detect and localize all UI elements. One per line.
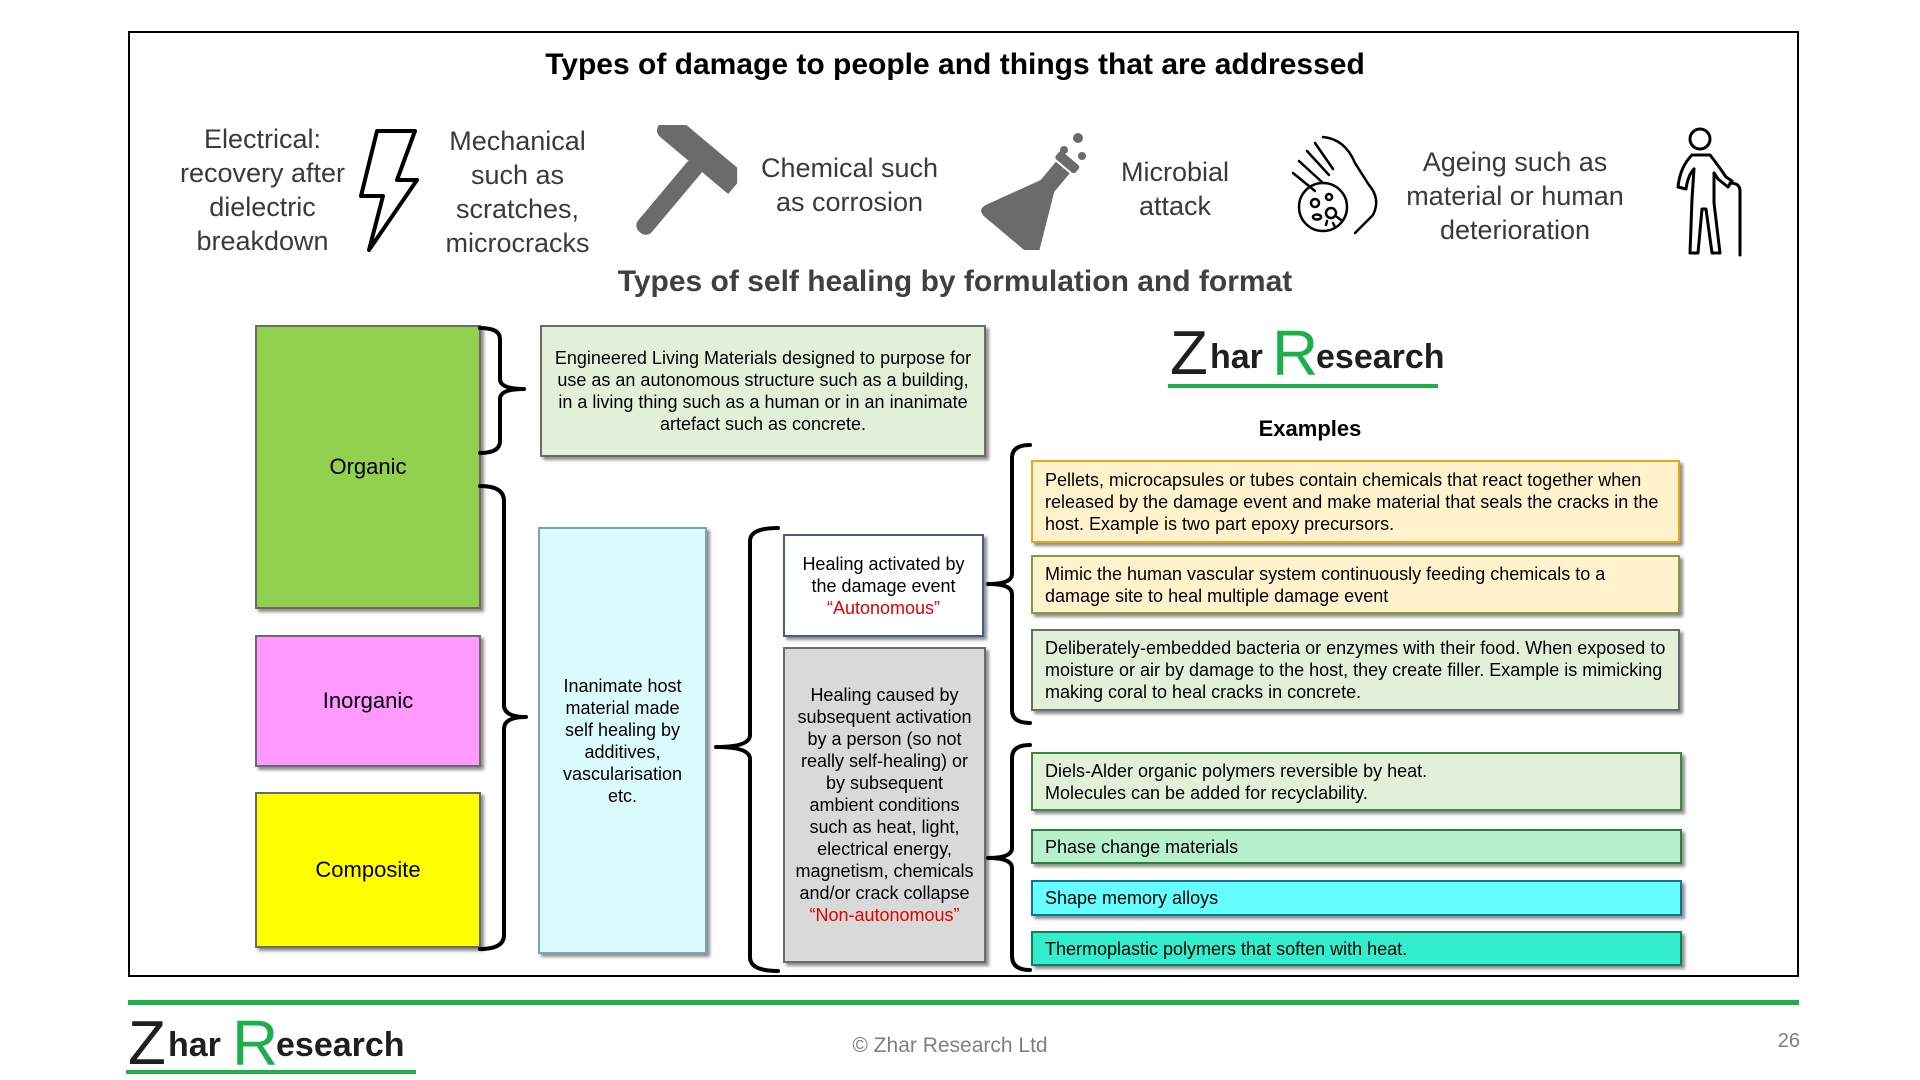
logo-r: R xyxy=(232,1007,279,1079)
footer-copyright: © Zhar Research Ltd xyxy=(852,1034,1048,1057)
non-autonomous-box: Healing caused by subsequent activation … xyxy=(783,647,986,963)
logo-har: har xyxy=(1210,338,1263,376)
damage-microbial-text: Microbial attack xyxy=(1100,155,1250,223)
damage-line: scratches, xyxy=(455,194,580,224)
example-text: Diels-Alder organic polymers reversible … xyxy=(1045,760,1428,781)
lightning-icon xyxy=(359,129,419,252)
logo-r: R xyxy=(1272,317,1319,389)
damage-line: Chemical such xyxy=(760,153,939,183)
examples-heading: Examples xyxy=(1258,416,1362,441)
bracket-nonautonomous-examples xyxy=(986,743,1032,972)
example-thermoplastic: Thermoplastic polymers that soften with … xyxy=(1031,931,1682,966)
elderly-person-icon xyxy=(1676,127,1742,257)
damage-line: Ageing such as xyxy=(1422,147,1608,177)
example-text: Thermoplastic polymers that soften with … xyxy=(1045,938,1408,959)
material-composite-box: Composite xyxy=(255,792,481,948)
example-text: Pellets, microcapsules or tubes contain … xyxy=(1045,469,1659,534)
material-label: Composite xyxy=(315,857,421,882)
bracket-host-modes xyxy=(714,526,780,973)
example-vascular: Mimic the human vascular system continuo… xyxy=(1031,555,1680,614)
damage-line: dielectric xyxy=(209,192,316,222)
damage-ageing-text: Ageing such as material or human deterio… xyxy=(1395,145,1635,247)
material-label: Inorganic xyxy=(322,688,414,713)
example-text: Deliberately-embedded bacteria or enzyme… xyxy=(1045,638,1666,702)
autonomous-tag: “Autonomous” xyxy=(826,597,941,618)
page-number: 26 xyxy=(1777,1030,1800,1052)
example-text: Shape memory alloys xyxy=(1045,888,1219,908)
logo-z: Z xyxy=(128,1009,166,1078)
example-diels-alder: Diels-Alder organic polymers reversible … xyxy=(1031,752,1682,811)
logo-har: har xyxy=(168,1026,221,1064)
footer-logo: Z har R esearch xyxy=(126,1007,426,1079)
microbe-hand-icon xyxy=(1291,135,1378,235)
damage-line: Microbial xyxy=(1120,157,1230,187)
bracket-autonomous-examples xyxy=(986,443,1032,725)
material-label: Organic xyxy=(329,454,407,479)
logo-underline xyxy=(126,1070,416,1074)
autonomous-box: Healing activated by the damage event “A… xyxy=(783,534,984,637)
flask-icon xyxy=(981,133,1086,250)
example-microcapsules: Pellets, microcapsules or tubes contain … xyxy=(1031,460,1680,543)
footer-divider xyxy=(128,1000,1799,1005)
logo-esearch: esearch xyxy=(1316,338,1445,376)
damage-electrical-text: Electrical: recovery after dielectric br… xyxy=(160,122,365,258)
example-text: Phase change materials xyxy=(1045,836,1239,857)
material-inorganic-box: Inorganic xyxy=(255,635,481,767)
damage-line: as corrosion xyxy=(775,187,924,217)
autonomous-text: Healing activated by the damage event xyxy=(802,553,965,596)
example-bacteria: Deliberately-embedded bacteria or enzyme… xyxy=(1031,629,1680,711)
non-autonomous-tag: “Non-autonomous” xyxy=(809,905,960,925)
slide-frame xyxy=(128,31,1799,977)
slide-title: Types of damage to people and things tha… xyxy=(545,48,1365,81)
example-text: Molecules can be added for recyclability… xyxy=(1045,782,1368,803)
damage-line: breakdown xyxy=(196,226,329,256)
living-materials-text: Engineered Living Materials designed to … xyxy=(554,348,972,434)
damage-line: material or human xyxy=(1406,181,1624,211)
inanimate-host-box: Inanimate host material made self healin… xyxy=(538,527,707,954)
damage-line: Electrical: xyxy=(203,124,322,154)
example-shape-memory: Shape memory alloys xyxy=(1031,880,1682,916)
damage-chemical-text: Chemical such as corrosion xyxy=(752,151,947,219)
example-text: Mimic the human vascular system continuo… xyxy=(1045,563,1606,606)
example-phase-change: Phase change materials xyxy=(1031,829,1682,864)
damage-line: deterioration xyxy=(1439,215,1591,245)
hammer-icon xyxy=(636,125,738,235)
logo-underline xyxy=(1168,384,1438,388)
logo-z: Z xyxy=(1170,319,1208,388)
section-subtitle: Types of self healing by formulation and… xyxy=(617,265,1293,298)
damage-line: microcracks xyxy=(445,228,590,258)
damage-line: attack xyxy=(1138,191,1212,221)
damage-mechanical-text: Mechanical such as scratches, microcrack… xyxy=(430,124,605,260)
living-materials-box: Engineered Living Materials designed to … xyxy=(540,325,986,457)
bracket-organic-living xyxy=(478,326,526,455)
bracket-materials-host xyxy=(478,484,528,951)
damage-line: Mechanical xyxy=(449,126,586,156)
zhar-research-logo: Z har R esearch xyxy=(1168,317,1458,390)
inanimate-host-text: Inanimate host material made self healin… xyxy=(562,675,683,806)
damage-line: recovery after xyxy=(179,158,346,188)
damage-line: such as xyxy=(470,160,565,190)
non-autonomous-text: Healing caused by subsequent activation … xyxy=(795,685,974,903)
material-organic-box: Organic xyxy=(255,325,481,609)
logo-esearch: esearch xyxy=(276,1026,405,1064)
